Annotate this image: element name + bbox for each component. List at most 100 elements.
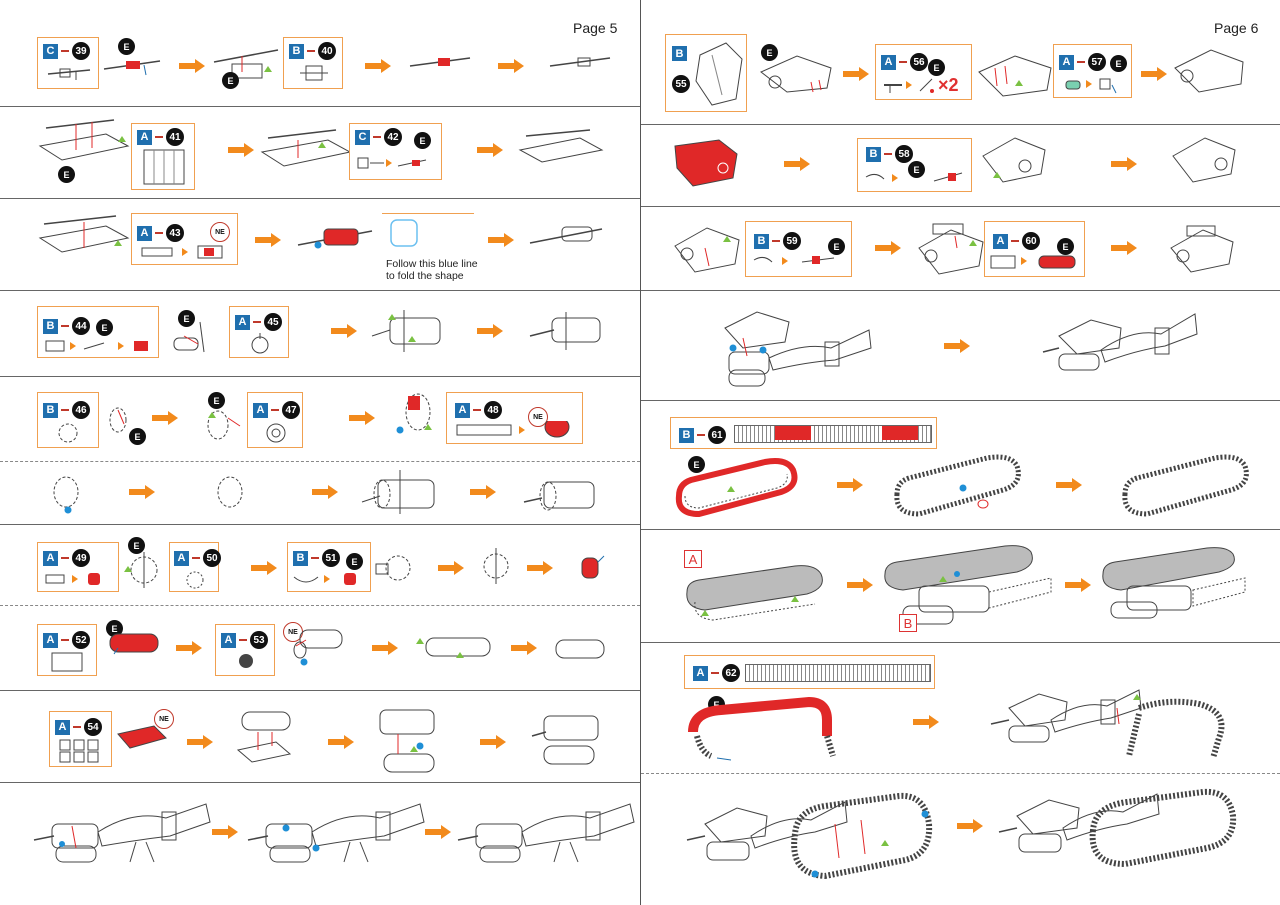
assembly-drawing: [282, 626, 346, 668]
gun-assembly-drawing: [246, 796, 426, 870]
arrow-icon: [944, 339, 970, 353]
assembly-drawing: [200, 408, 244, 442]
fold-note-line-1: Follow this blue line: [386, 258, 478, 270]
fold-note-line-2: to fold the shape: [386, 270, 464, 282]
sheet-letter: A: [881, 54, 896, 70]
tank-assembly-drawing: [879, 542, 1055, 632]
assembly-drawing: [757, 52, 835, 96]
e-badge: E: [1110, 55, 1127, 72]
e-badge: E: [128, 537, 145, 554]
part-drawing: [48, 651, 88, 675]
assembly-drawing: [360, 466, 446, 516]
row-divider: [641, 124, 1280, 125]
arrow-icon: [784, 157, 810, 171]
arrow-icon: [312, 485, 338, 499]
sheet-letter: A: [455, 402, 470, 418]
arrow-icon: [843, 67, 869, 81]
arrow-icon: [328, 735, 354, 749]
fold-note: Follow this blue line to fold the shape: [386, 258, 478, 282]
arrow-icon: [255, 233, 281, 247]
part-drawing: [298, 62, 330, 84]
callout-label-b: B: [899, 614, 917, 632]
row-divider: [0, 690, 640, 691]
step-number: 62: [722, 664, 740, 682]
assembly-drawing: [104, 404, 132, 436]
e-badge: E: [96, 319, 113, 336]
sheet-letter: B: [754, 233, 769, 249]
track-strip: [745, 664, 931, 682]
part-drawing: [44, 337, 156, 355]
assembly-drawing: [671, 138, 741, 190]
step-number: 39: [72, 42, 90, 60]
step-number: 51: [322, 549, 340, 567]
assembly-drawing: [671, 222, 743, 276]
assembly-drawing: [370, 306, 450, 356]
step-number: 48: [484, 401, 502, 419]
step-number: 45: [264, 313, 282, 331]
step-number: 46: [72, 401, 90, 419]
part-drawing: [46, 64, 92, 84]
e-badge: E: [178, 310, 195, 327]
part-drawing: [138, 244, 234, 262]
quantity-label: ×2: [938, 75, 959, 95]
e-badge: E: [208, 392, 225, 409]
part-drawing: [356, 154, 436, 174]
row-divider: [641, 773, 1280, 774]
tank-final-drawing: [997, 784, 1243, 870]
arrow-icon: [477, 324, 503, 338]
gun-assembly-drawing: [32, 796, 212, 870]
assembly-drawing: [212, 42, 282, 86]
part-drawing: [236, 651, 256, 671]
assembly-drawing: [36, 116, 132, 178]
gun-assembly-drawing: [456, 796, 636, 870]
row-divider: [641, 400, 1280, 401]
assembly-drawing: [1169, 134, 1239, 188]
red-segment: [882, 426, 918, 440]
part-drawing: [882, 77, 942, 97]
arrow-icon: [498, 59, 524, 73]
arrow-icon: [957, 819, 983, 833]
step-number: 52: [72, 631, 90, 649]
part-drawing: [453, 421, 579, 441]
sheet-letter: B: [43, 402, 58, 418]
assembly-drawing: [1167, 224, 1237, 276]
sheet-letter: B: [672, 46, 687, 61]
step-tag: A 48: [455, 401, 502, 419]
arrow-icon: [837, 478, 863, 492]
assembly-drawing: [915, 220, 987, 278]
part-drawing: [264, 421, 288, 445]
assembly-drawing: [36, 212, 132, 268]
sheet-letter: A: [137, 129, 152, 145]
sheet-letter: A: [1059, 54, 1074, 70]
fold-note-frame: [382, 213, 474, 283]
step-number: 56: [910, 53, 928, 71]
e-badge: E: [828, 238, 845, 255]
sheet-letter: A: [174, 550, 189, 566]
part-drawing: [44, 571, 114, 589]
arrow-icon: [1111, 241, 1137, 255]
sheet-letter: A: [993, 233, 1008, 249]
arrow-icon: [527, 561, 553, 575]
part-drawing: [292, 571, 368, 589]
arrow-icon: [372, 641, 398, 655]
assembly-drawing: [212, 474, 248, 510]
assembly-drawing: [296, 221, 376, 255]
arrow-icon: [187, 735, 213, 749]
step-number: 47: [282, 401, 300, 419]
